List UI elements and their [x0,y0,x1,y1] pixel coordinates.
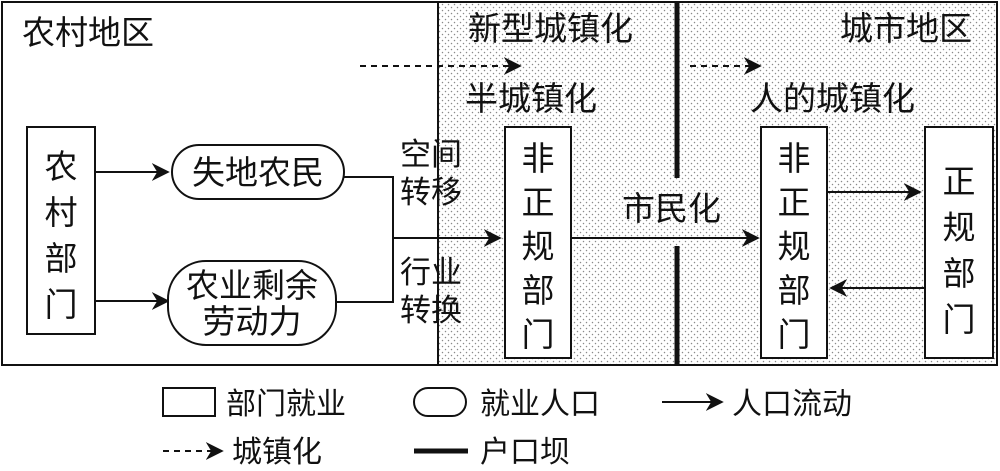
informal-sector-urban-box [760,126,828,359]
new-urbanization-label: 新型城镇化 [468,9,633,48]
informal-semi-char-3: 规 [522,227,555,266]
formal-char-2: 规 [943,208,976,247]
urban-region-label: 城市地区 [840,9,972,48]
rural-sector-char-4: 门 [45,285,78,324]
rural-sector-box [26,126,96,335]
formal-char-3: 部 [943,254,976,293]
spatial-transfer-label-line-2: 转移 [400,175,462,211]
rural-region-label: 农村地区 [22,13,154,52]
industry-change-label-line-2: 转换 [400,293,462,329]
industry-change-label-line-1: 行业 [400,255,462,291]
legend-urbanization-label: 城镇化 [232,435,322,470]
legend-hukou-label: 户口坝 [480,435,570,470]
informal-semi-char-1: 非 [522,139,555,178]
rural-sector-char-3: 部 [45,239,78,278]
informal-urban-char-5: 门 [778,315,811,354]
human-urbanization-label: 人的城镇化 [750,79,915,118]
informal-semi-char-2: 正 [522,183,555,222]
legend-flow-label: 人口流动 [732,387,852,422]
semi-urbanization-label: 半城镇化 [465,79,597,118]
legend-sector-swatch [162,387,216,417]
landless-farmers-node [171,144,345,200]
surplus-labor-label-line-2: 劳动力 [203,302,302,341]
rural-sector-char-1: 农 [45,147,78,186]
informal-urban-char-3: 规 [778,227,811,266]
legend: 部门就业 就业人口 人口流动 城镇化 户口坝 [162,387,852,470]
surplus-labor-label-line-1: 农业剩余 [186,266,318,305]
formal-char-4: 门 [943,300,976,339]
informal-semi-char-5: 门 [522,315,555,354]
informal-urban-char-4: 部 [778,271,811,310]
legend-sector-label: 部门就业 [226,387,346,422]
informal-sector-semi-box [504,126,572,359]
informal-semi-char-4: 部 [522,271,555,310]
spatial-transfer-label-line-1: 空间 [400,137,462,173]
informal-urban-char-2: 正 [778,183,811,222]
landless-farmers-label: 失地农民 [192,153,324,192]
citizenization-label: 市民化 [622,189,721,228]
legend-employed-swatch [413,387,467,417]
merge-connector [336,176,394,303]
rural-sector-char-2: 村 [45,193,78,232]
informal-urban-char-1: 非 [778,139,811,178]
formal-char-1: 正 [943,162,976,201]
formal-sector-box [924,126,994,359]
legend-employed-label: 就业人口 [480,387,600,422]
